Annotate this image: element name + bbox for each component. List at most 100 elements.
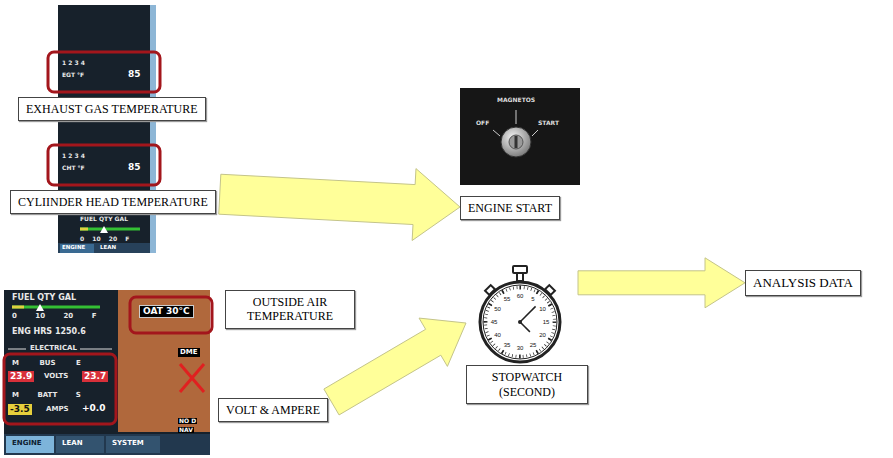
highlight-frame (48, 52, 160, 92)
stopwatch-hand (520, 306, 536, 322)
stopwatch-case (480, 282, 560, 362)
fuel-gauge-bar (12, 306, 100, 309)
screen-readout: FUEL QTY GAL (80, 216, 128, 222)
tab (106, 436, 160, 453)
screen-readout: 1 2 3 4 (62, 153, 85, 159)
engine-panel-screenshot (48, 5, 160, 253)
tab-label: ENGINE (12, 440, 42, 447)
tab-label: SYSTEM (112, 440, 144, 447)
dial-number: 45 (491, 319, 498, 325)
screen-readout: M BATT S (12, 392, 81, 399)
key-switch (501, 127, 531, 157)
dial-number: 15 (543, 319, 550, 325)
fuel-gauge-low (12, 306, 24, 309)
box-text: ENGINE START (460, 196, 560, 220)
stopwatch-hand (520, 322, 530, 332)
fail-cross (180, 364, 204, 392)
box-text: ANALYSIS DATA (753, 275, 853, 291)
dial-number: 5 (531, 296, 534, 302)
stopwatch-rim (483, 285, 557, 359)
screen-readout: 85 (128, 163, 141, 172)
tab-label: LEAN (100, 245, 116, 251)
screen-readout: 0 10 20 F (80, 236, 129, 242)
tab-active (6, 436, 54, 453)
box-text: STOPWATCH (SECOND) (466, 365, 588, 404)
screen-strip (150, 5, 156, 253)
screen-readout: FUEL QTY GAL (12, 294, 76, 302)
screen-ground (4, 290, 210, 455)
dial-number: 10 (539, 306, 546, 312)
tab-bar (4, 434, 210, 455)
screen-readout: NAV (178, 427, 194, 433)
label-box: VOLT & AMPERE (218, 398, 328, 422)
block-arrow (324, 318, 466, 415)
screen-readout: M BUS E (12, 360, 81, 367)
switch-label: START (538, 120, 559, 126)
screen-readout: -3.5 (8, 404, 32, 415)
fuel-gauge-bar (80, 228, 140, 231)
stopwatch-crown (513, 266, 527, 273)
stopwatch-ticks (486, 288, 555, 357)
highlight-frame (48, 145, 160, 185)
dial-number: 55 (504, 296, 511, 302)
tab-bar (58, 243, 150, 253)
screen-readout: OAT 30°C (139, 305, 194, 318)
dial-number: 30 (517, 345, 524, 351)
screen-readout: AMPS (46, 406, 69, 413)
screen-readout: 85 (128, 70, 141, 79)
screen-readout: CHT °F (62, 165, 85, 171)
dial-number: 60 (517, 293, 524, 299)
system-panel-screenshot (4, 290, 212, 455)
tab-label: LEAN (62, 440, 83, 447)
dial-number: 50 (494, 306, 501, 312)
box-text: VOLT & AMPERE (226, 403, 320, 417)
section-title: ELECTRICAL (30, 345, 77, 352)
key-cylinder (509, 135, 523, 149)
fuel-gauge-pointer (100, 226, 108, 233)
section-rule (8, 349, 26, 350)
switch-label: OFF (476, 120, 489, 126)
fail-cross (180, 364, 204, 392)
ignition-switch-photo (460, 88, 580, 185)
label-box: ANALYSIS DATA (745, 270, 861, 296)
screen-readout: 23.9 (8, 371, 34, 382)
captioned-figure: ENGINE START (460, 88, 580, 220)
stopwatch-major-ticks (486, 288, 555, 357)
box-text: CYLIINDER HEAD TEMPERATURE (18, 195, 208, 209)
box-text: OUTSIDE AIR TEMPERATURE (233, 295, 347, 324)
screen-readout: 0 10 20 F (12, 313, 96, 320)
fuel-gauge-low (80, 228, 88, 231)
tab (56, 436, 104, 453)
highlight-frame (4, 354, 116, 424)
label-box: CYLIINDER HEAD TEMPERATURE (10, 190, 216, 214)
block-arrow (219, 169, 460, 241)
screen-readout: 23.7 (82, 371, 108, 382)
section-rule (80, 349, 112, 350)
screen-readout: NO D (178, 418, 197, 424)
highlight-frame (130, 297, 212, 333)
switch-label: MAGNETOS (497, 97, 535, 103)
stopwatch-stem (517, 273, 523, 281)
label-box: OUTSIDE AIR TEMPERATURE (225, 290, 355, 329)
label-box: EXHAUST GAS TEMPERATURE (18, 97, 206, 121)
box-text: EXHAUST GAS TEMPERATURE (26, 102, 198, 116)
fuel-gauge-pointer (36, 304, 44, 311)
stopwatch-pivot (518, 320, 522, 324)
photo-ground (460, 88, 580, 185)
dial-number: 20 (539, 332, 546, 338)
screen-readout: DME (178, 348, 200, 357)
dial-number: 25 (530, 342, 537, 348)
screen-readout: VOLTS (44, 373, 68, 380)
screen-ground (58, 5, 150, 253)
screen-readout: +0.0 (82, 404, 105, 413)
dial-number: 35 (504, 342, 511, 348)
screen-readout: ENG HRS 1250.6 (12, 328, 86, 336)
stopwatch-icon (480, 266, 560, 362)
captioned-figure: STOPWATCH (SECOND) (466, 268, 574, 404)
screen-readout: EGT °F (62, 72, 84, 78)
block-arrow (578, 258, 745, 308)
tab-label: ENGINE (62, 245, 85, 251)
